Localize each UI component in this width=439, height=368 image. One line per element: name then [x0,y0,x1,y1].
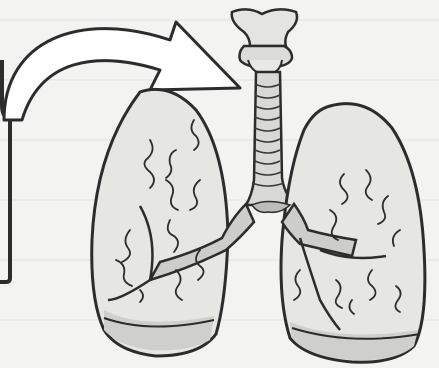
diagram-canvas [0,0,439,368]
lungs-diagram [0,0,439,368]
